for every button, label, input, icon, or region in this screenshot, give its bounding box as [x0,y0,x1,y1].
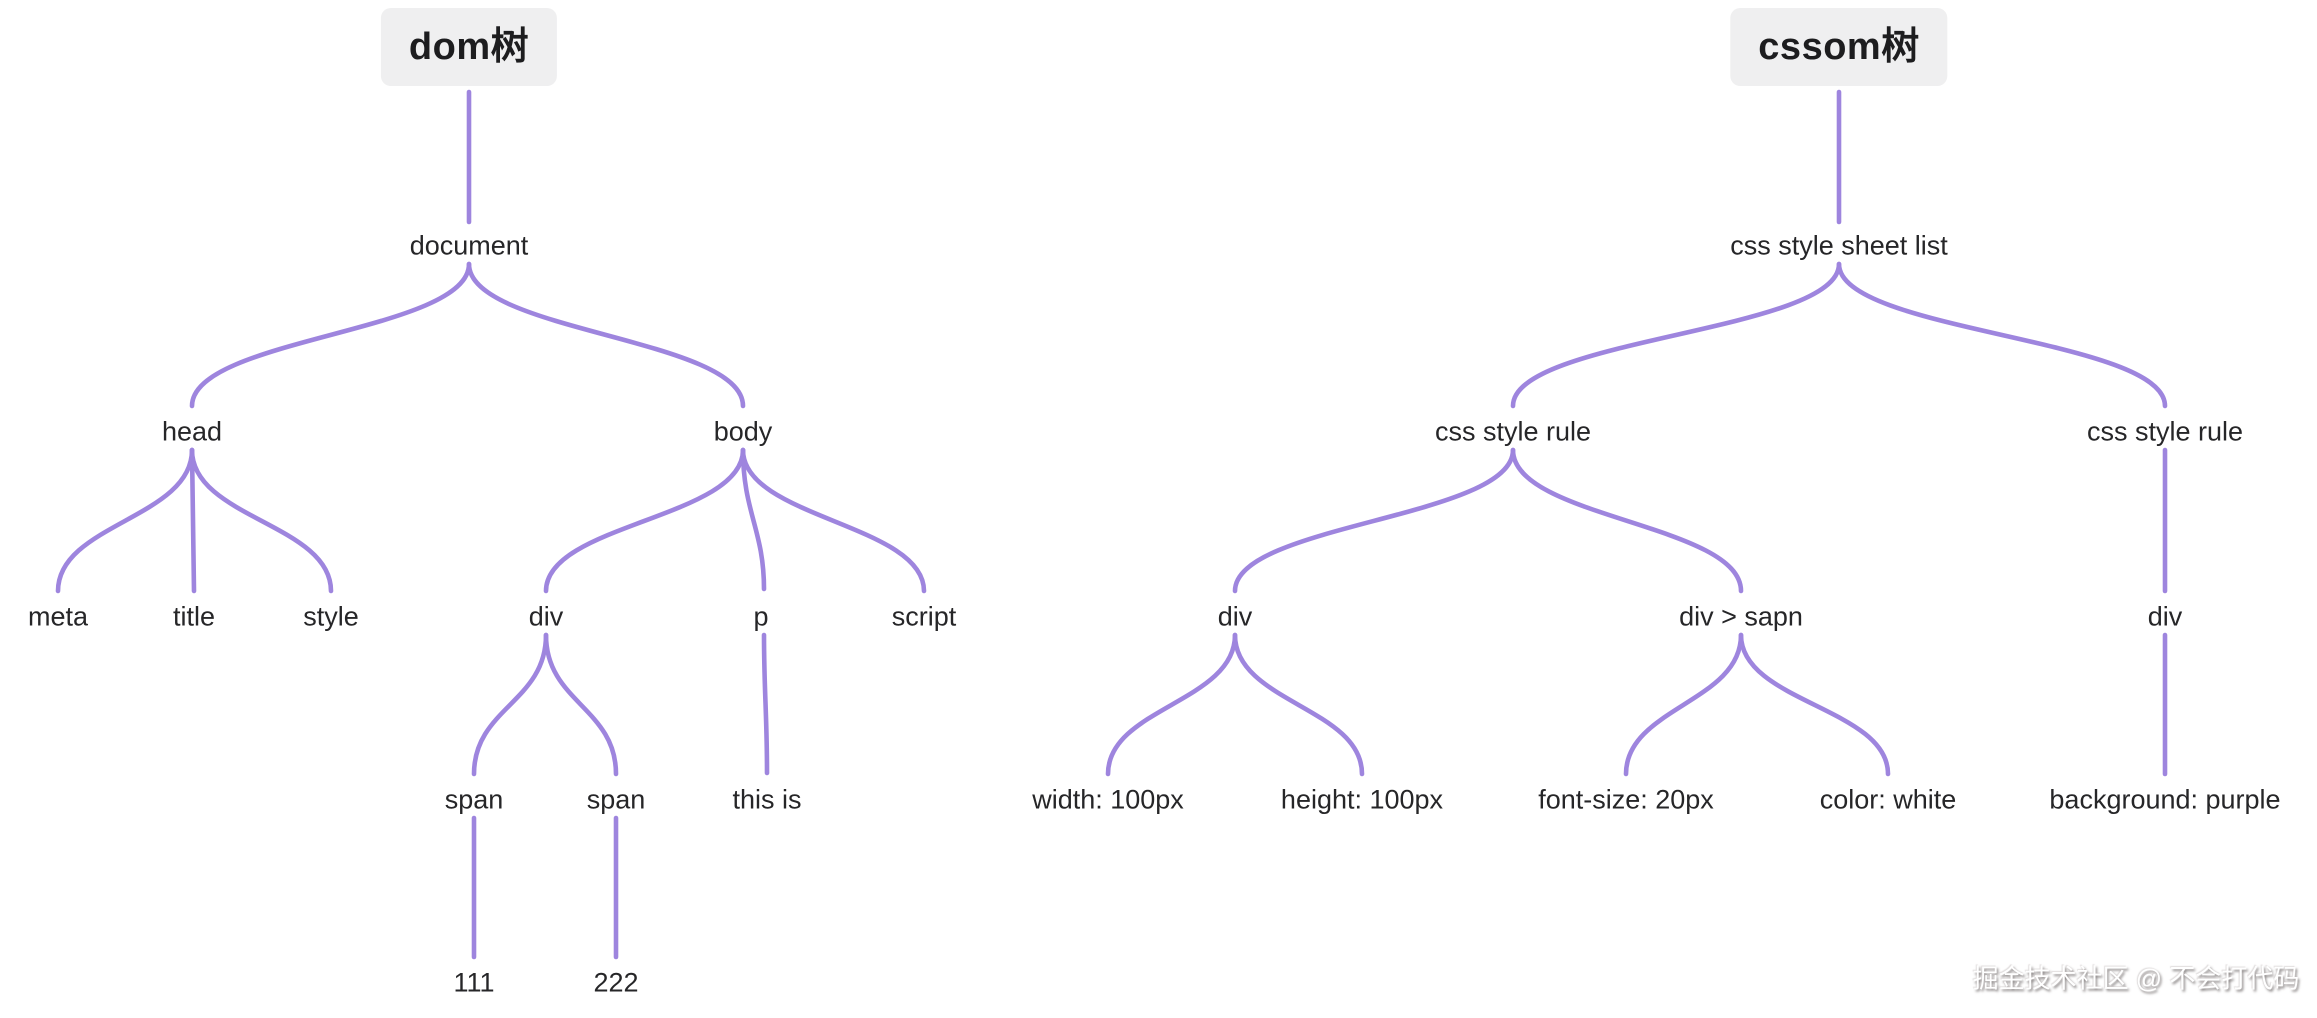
node-meta: meta [27,601,89,632]
edge-div-span2 [543,632,619,777]
edge-head-style [189,447,334,594]
node-color-white: color: white [1819,784,1957,815]
node-css-style-sheet-list: css style sheet list [1730,230,1948,261]
node-css-style-rule-1: css style rule [1434,416,1592,447]
edge-body-div [543,447,746,594]
edge-div1-width [1105,632,1238,777]
edge-document-head [189,261,472,409]
edge-div-span1 [471,632,549,777]
node-cssom-div-2: div [2147,601,2183,632]
edge-sheetlist-rule1 [1510,261,1842,409]
node-background-purple: background: purple [2049,784,2281,815]
node-head: head [161,416,223,447]
node-script: script [891,601,957,632]
edge-body-p [740,447,767,592]
node-p: p [753,601,769,632]
node-span-1: span [444,784,504,815]
edge-head-title [189,447,197,594]
node-body: body [713,416,773,447]
node-span-2: span [586,784,646,815]
watermark: 掘金技术社区 @ 不会打代码 [1972,963,2300,994]
node-cssom-div-1: div [1217,601,1253,632]
node-111: 111 [453,967,495,998]
node-this-is: this is [732,784,802,815]
edge-rule1-divsapn [1510,447,1744,594]
node-height-100px: height: 100px [1280,784,1444,815]
cssom-tree-title: cssom树 [1730,8,1948,86]
edge-divsapn-fontsize [1623,632,1744,777]
node-div: div [528,601,564,632]
node-css-style-rule-2: css style rule [2086,416,2244,447]
node-div-sapn: div > sapn [1679,601,1803,632]
node-222: 222 [593,967,639,998]
node-style: style [303,601,359,632]
edge-head-meta [55,447,195,594]
edge-div1-height [1232,632,1365,777]
edge-sheetlist-rule2 [1836,261,2168,409]
dom-tree-title: dom树 [380,8,558,86]
edge-divsapn-color [1738,632,1891,777]
node-document: document [409,230,529,261]
edge-body-script [740,447,927,594]
node-title: title [172,601,216,632]
edge-p-thisis [761,632,770,776]
node-width-100px: width: 100px [1032,784,1184,815]
edge-document-body [466,261,746,409]
edge-rule1-div1 [1232,447,1516,594]
node-font-size-20px: font-size: 20px [1538,784,1714,815]
